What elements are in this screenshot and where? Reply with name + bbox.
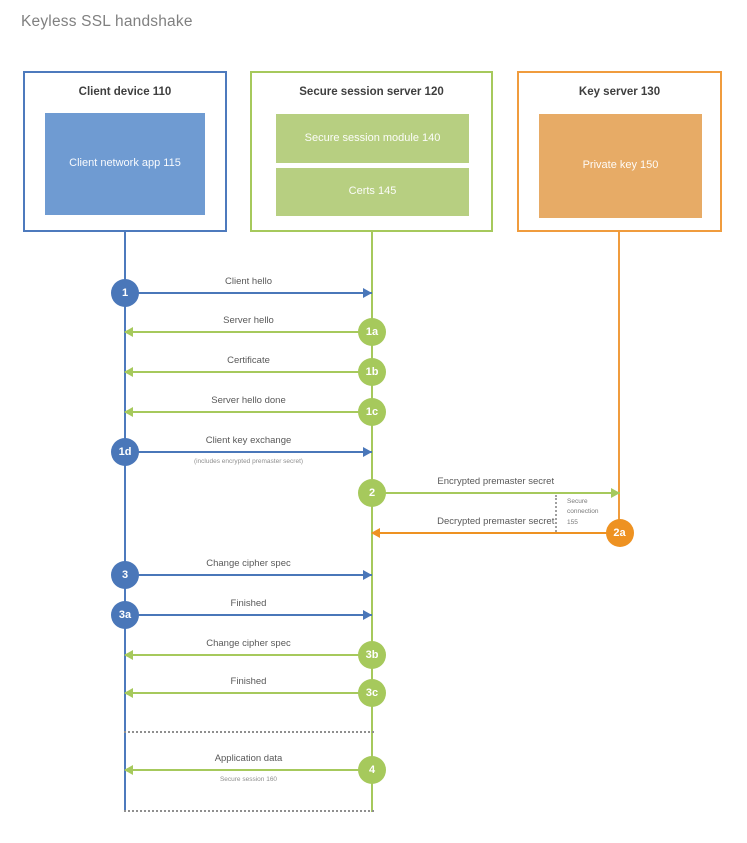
module-private-key: Private key 150 bbox=[539, 114, 702, 218]
step-badge-3b: 3b bbox=[358, 641, 386, 669]
module-label: Secure session module 140 bbox=[304, 131, 441, 144]
step-badge-3c: 3c bbox=[358, 679, 386, 707]
message-label: Change cipher spec bbox=[206, 558, 291, 569]
message-arrow-line bbox=[125, 574, 372, 576]
session-separator-bottom bbox=[124, 810, 374, 812]
module-label: Certs 145 bbox=[348, 185, 397, 198]
message-label: Certificate bbox=[227, 355, 270, 366]
message-label: Decrypted premaster secret bbox=[437, 516, 555, 527]
message-label: Server hello bbox=[223, 315, 274, 326]
lifeline-client bbox=[124, 231, 126, 812]
step-badge-1b: 1b bbox=[358, 358, 386, 386]
step-badge-4: 4 bbox=[358, 756, 386, 784]
message-arrow-line bbox=[125, 614, 372, 616]
step-badge-2a: 2a bbox=[605, 519, 634, 547]
module-client-network-app: Client network app 115 bbox=[45, 113, 205, 215]
message-arrow-line bbox=[125, 371, 372, 373]
lifeline-server bbox=[371, 231, 373, 812]
message-arrow-line bbox=[125, 692, 372, 694]
message-sublabel: (includes encrypted premaster secret) bbox=[193, 458, 304, 465]
arrowhead-icon bbox=[124, 765, 133, 775]
message-label: Finished bbox=[230, 598, 267, 609]
actor-box-secure-session-server: Secure session server 120 Secure session… bbox=[250, 71, 493, 232]
step-badge-1d: 1d bbox=[111, 438, 139, 466]
actor-title-client-device: Client device 110 bbox=[78, 86, 172, 98]
message-label: Encrypted premaster secret bbox=[437, 476, 555, 487]
message-arrow-line bbox=[125, 292, 372, 294]
message-label: Finished bbox=[230, 676, 267, 687]
message-arrow-line bbox=[125, 451, 372, 453]
diagram-title: Keyless SSL handshake bbox=[21, 13, 193, 30]
step-badge-3a: 3a bbox=[111, 601, 139, 629]
arrowhead-icon bbox=[124, 407, 133, 417]
arrowhead-icon bbox=[363, 610, 372, 620]
message-sublabel: Secure session 160 bbox=[219, 776, 278, 783]
arrowhead-icon bbox=[124, 650, 133, 660]
message-arrow-line bbox=[125, 769, 372, 771]
step-badge-2: 2 bbox=[358, 479, 386, 507]
message-arrow-line bbox=[125, 331, 372, 333]
message-arrow-line bbox=[372, 532, 620, 534]
message-label: Application data bbox=[214, 753, 283, 764]
message-label: Server hello done bbox=[211, 395, 286, 406]
arrowhead-icon bbox=[610, 488, 620, 498]
arrowhead-icon bbox=[124, 327, 133, 337]
lifeline-key-server bbox=[618, 231, 620, 546]
message-label: Client hello bbox=[225, 276, 272, 287]
message-label: Client key exchange bbox=[205, 435, 292, 446]
step-badge-1: 1 bbox=[111, 279, 139, 307]
actor-title-key-server: Key server 130 bbox=[578, 86, 661, 98]
arrowhead-icon bbox=[363, 447, 372, 457]
module-certs: Certs 145 bbox=[276, 168, 469, 216]
step-badge-1c: 1c bbox=[358, 398, 386, 426]
session-separator-top bbox=[124, 731, 374, 733]
actor-box-client-device: Client device 110 Client network app 115 bbox=[23, 71, 227, 232]
message-arrow-line bbox=[125, 654, 372, 656]
arrowhead-icon bbox=[363, 288, 372, 298]
arrowhead-icon bbox=[363, 570, 372, 580]
step-badge-1a: 1a bbox=[358, 318, 386, 346]
actor-title-secure-session-server: Secure session server 120 bbox=[299, 86, 444, 98]
module-label: Client network app 115 bbox=[69, 157, 181, 170]
arrowhead-icon bbox=[371, 528, 380, 538]
actor-box-key-server: Key server 130 Private key 150 bbox=[517, 71, 722, 232]
arrowhead-icon bbox=[124, 367, 133, 377]
module-label: Private key 150 bbox=[582, 159, 659, 172]
secure-connection-dotted-line bbox=[555, 495, 557, 532]
module-secure-session-module: Secure session module 140 bbox=[276, 114, 469, 163]
step-badge-3: 3 bbox=[111, 561, 139, 589]
arrowhead-icon bbox=[124, 688, 133, 698]
message-arrow-line bbox=[125, 411, 372, 413]
message-label: Change cipher spec bbox=[206, 638, 291, 649]
secure-connection-label: Secure connection 155 bbox=[567, 498, 599, 526]
message-arrow-line bbox=[372, 492, 620, 494]
